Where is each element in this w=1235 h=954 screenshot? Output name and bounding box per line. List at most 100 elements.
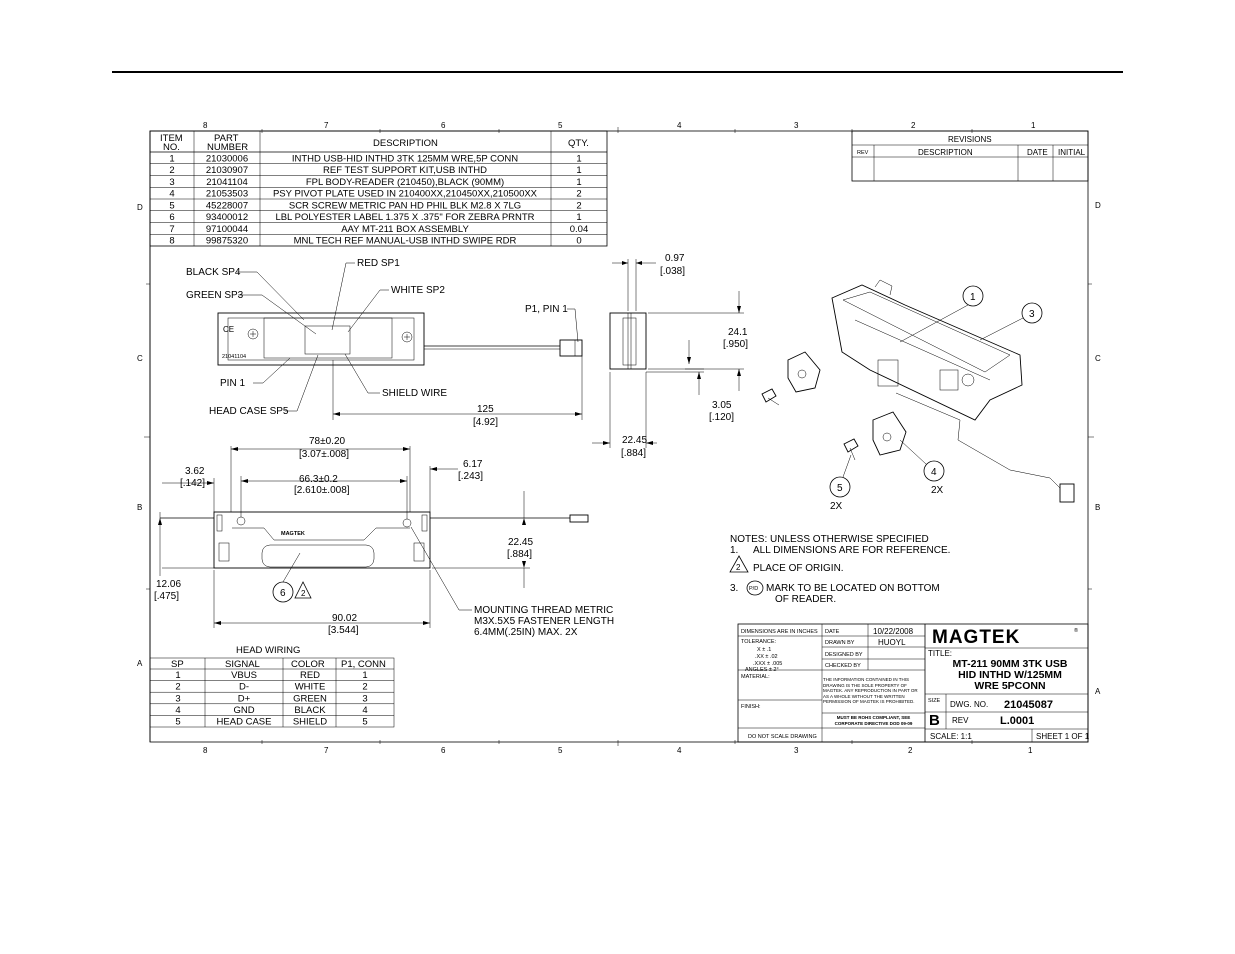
company-logo-tm: ® — [1074, 627, 1078, 634]
zone-col-3-bot: 3 — [794, 746, 799, 755]
note-1-num: 1. — [730, 545, 738, 556]
zone-row-b-right: B — [1095, 503, 1100, 512]
zone-col-2-bot: 2 — [908, 746, 913, 755]
zone-row-b-left: B — [137, 503, 142, 512]
mounting-note-3: 6.4MM(.25IN) MAX. 2X — [474, 627, 578, 638]
balloon-6-label: 6 — [280, 588, 286, 599]
bom-cell-part: 45228007 — [206, 200, 248, 211]
wiring-cell-sp: 2 — [175, 682, 180, 693]
zone-col-1-top: 1 — [1031, 121, 1036, 130]
revisions-col-desc: DESCRIPTION — [918, 148, 973, 157]
zone-row-c-right: C — [1095, 354, 1101, 363]
tb-title-line-1: MT-211 90MM 3TK USB — [953, 658, 1068, 670]
bom-cell-part: 21053503 — [206, 189, 248, 200]
revisions-table: REVISIONS REV DESCRIPTION DATE INITIAL — [851, 130, 1089, 182]
note-3-num: 3. — [730, 583, 738, 594]
company-logo: MAGTEK — [932, 627, 1020, 648]
iso-screw-lower — [843, 438, 859, 453]
wiring-cell-sp: 4 — [175, 705, 180, 716]
tb-finish: FINISH: — [741, 704, 761, 710]
dim-0-97-in: [.038] — [660, 266, 685, 277]
bom-cell-qty: 0.04 — [570, 224, 589, 235]
callout-black-sp4: BLACK SP4 — [186, 267, 241, 278]
tb-designed-label: DESIGNED BY — [825, 652, 863, 658]
dim-12-06: 12.06 — [156, 579, 181, 590]
zone-row-d-left: D — [137, 203, 143, 212]
revisions-col-rev: REV — [857, 150, 869, 156]
bom-cell-part: 93400012 — [206, 212, 248, 223]
dim-3-62: 3.62 — [185, 466, 205, 477]
zone-col-1-bot: 1 — [1028, 746, 1033, 755]
bom-cell-desc: MNL TECH REF MANUAL-USB INTHD SWIPE RDR — [294, 236, 517, 247]
zone-markers: 8 7 6 5 4 3 2 1 8 7 6 5 4 3 2 1 D C B A … — [137, 121, 1101, 755]
note-2-flag — [729, 555, 749, 573]
bom-cell-item: 2 — [169, 165, 174, 176]
wiring-cell-color: BLACK — [294, 705, 326, 716]
qty-5: 2X — [830, 501, 843, 512]
tb-drawn-label: DRAWN BY — [825, 640, 855, 646]
zone-col-2-top: 2 — [911, 121, 916, 130]
bom-cell-qty: 1 — [576, 165, 581, 176]
callout-pin1: PIN 1 — [220, 378, 245, 389]
bom-cell-item: 1 — [169, 153, 174, 164]
wiring-cell-signal: VBUS — [231, 670, 257, 681]
zone-col-6-bot: 6 — [441, 746, 446, 755]
bom-cell-part: 21041104 — [206, 177, 248, 188]
balloon-4-label: 4 — [931, 467, 937, 478]
tb-rohs-note: MUST BE ROHS COMPLIANT, SEE CORPORATE DI… — [834, 715, 913, 726]
dim-125-in: [4.92] — [473, 417, 498, 428]
wiring-cell-signal: D+ — [238, 693, 251, 704]
dim-3-05: 3.05 — [712, 400, 732, 411]
bom-cell-qty: 0 — [576, 236, 581, 247]
tb-sheet: SHEET 1 OF 1 — [1036, 732, 1090, 741]
bom-cell-qty: 2 — [576, 189, 581, 200]
zone-col-7-top: 7 — [324, 121, 329, 130]
wiring-header-conn: P1, CONN — [341, 659, 386, 670]
iso-pivot-plate-lower — [872, 411, 907, 456]
wiring-cell-color: GREEN — [293, 693, 327, 704]
tb-dims-label: DIMENSIONS ARE IN INCHES — [741, 629, 818, 635]
balloon-5 — [829, 476, 851, 498]
wiring-cell-sp: 5 — [175, 717, 180, 728]
note-3-symbol — [746, 580, 764, 596]
wiring-cell-signal: HEAD CASE — [217, 717, 272, 728]
balloon-3 — [1021, 302, 1043, 324]
bom-cell-item: 7 — [169, 224, 174, 235]
callout-shield-wire: SHIELD WIRE — [382, 388, 447, 399]
dim-22-45-side-in: [.884] — [621, 448, 646, 459]
callout-green-sp3: GREEN SP3 — [186, 290, 244, 301]
bom-header-qty: QTY. — [568, 138, 589, 149]
bom-header-item-1: ITEM — [160, 133, 183, 144]
callout-p1-pin1: P1, PIN 1 — [525, 304, 568, 315]
balloon-1 — [962, 285, 984, 307]
tb-dwg-label: DWG. NO. — [950, 700, 988, 709]
zone-col-8-top: 8 — [203, 121, 208, 130]
wiring-cell-conn: 1 — [362, 670, 367, 681]
wiring-cell-conn: 5 — [362, 717, 367, 728]
balloon-4 — [923, 460, 945, 482]
bom-cell-item: 4 — [169, 189, 174, 200]
top-view: CE 21041104 BLACK SP4 RED SP1 GREEN SP3 … — [186, 258, 583, 428]
iso-reader-body — [831, 284, 1023, 421]
balloon-5-label: 5 — [837, 483, 843, 494]
mounting-note-2: M3X.5X5 FASTENER LENGTH — [474, 616, 614, 627]
dim-24-1-in: [.950] — [723, 339, 748, 350]
wiring-header-color: COLOR — [291, 659, 325, 670]
tb-tol-ang: ANGLES ± 2° — [745, 667, 779, 673]
dim-24-1: 24.1 — [728, 327, 748, 338]
dim-3-62-in: [.142] — [180, 478, 205, 489]
bom-header-part-1: PART — [214, 133, 239, 144]
tb-no-scale: DO NOT SCALE DRAWING — [748, 734, 817, 740]
zone-col-4-bot: 4 — [677, 746, 682, 755]
balloon-1-label: 1 — [970, 292, 976, 303]
bom-cell-qty: 2 — [576, 200, 581, 211]
mounting-note-1: MOUNTING THREAD METRIC — [474, 605, 613, 616]
dim-6-17: 6.17 — [463, 459, 483, 470]
wiring-cell-color: WHITE — [295, 682, 326, 693]
dim-125: 125 — [477, 404, 494, 415]
tb-date-label: DATE — [825, 629, 840, 635]
